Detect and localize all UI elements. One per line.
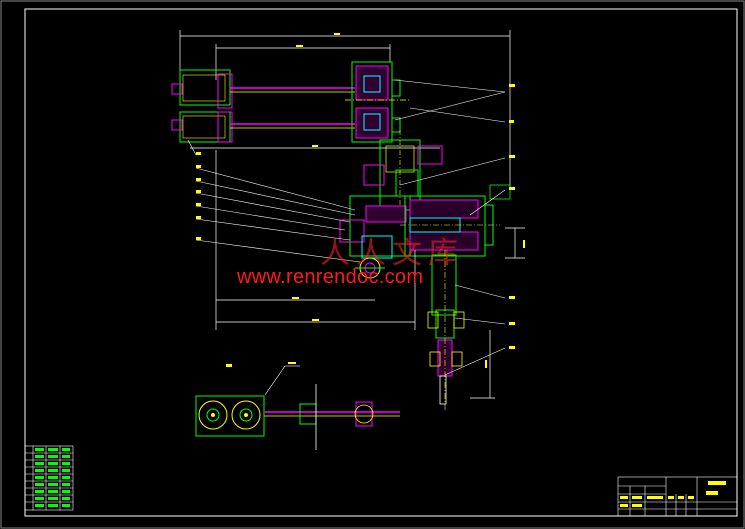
balloon-labels-right xyxy=(509,84,515,349)
column-gear-assembly xyxy=(339,130,511,410)
leader-lines xyxy=(187,79,506,376)
lower-dimensions xyxy=(215,150,525,399)
upper-shaft-assembly xyxy=(171,61,410,143)
parts-list-entries xyxy=(35,448,70,507)
lower-dimension-ticks xyxy=(292,240,525,368)
detail-view xyxy=(195,362,400,450)
watermark-cn: 人人文库 xyxy=(320,236,464,271)
balloon-labels-left xyxy=(196,152,201,240)
parts-list-table xyxy=(24,445,74,511)
title-block xyxy=(617,476,738,517)
top-dimensions xyxy=(179,30,511,190)
inner-frame xyxy=(24,8,738,517)
title-block-entries xyxy=(620,481,726,507)
top-dimension-ticks xyxy=(296,33,340,147)
watermark-url: www.renrendoc.com xyxy=(237,266,424,288)
